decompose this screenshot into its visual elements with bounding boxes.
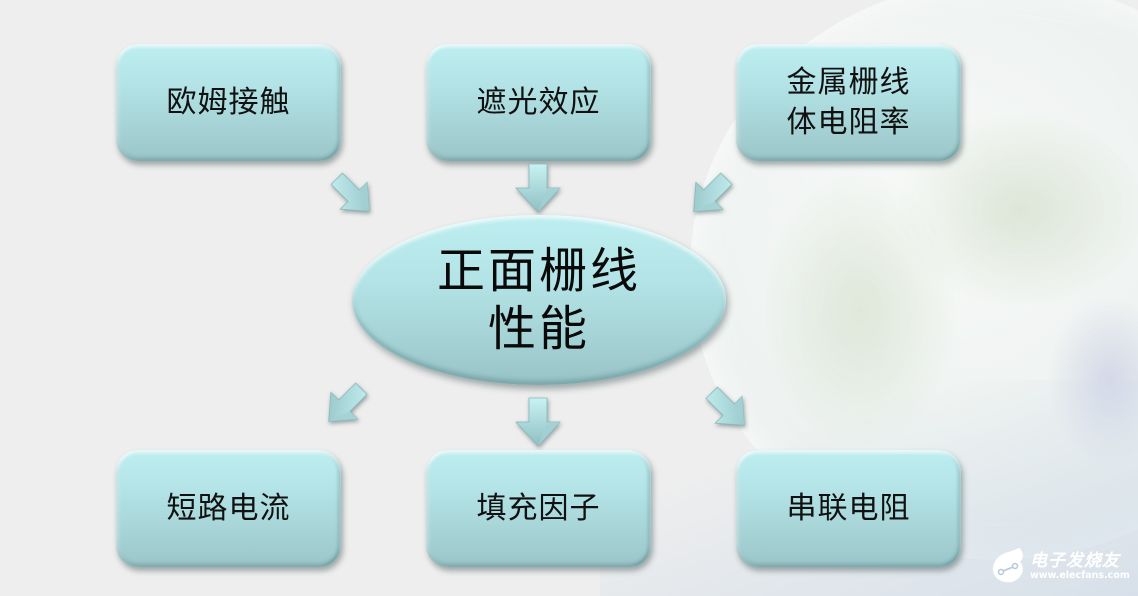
box-label: 串联电阻 (786, 490, 911, 526)
output-box-short-circuit-current: 短路电流 (116, 450, 341, 567)
center-node-label: 正面栅线 性能 (436, 243, 641, 357)
watermark-url: www.elecfans.com (1030, 570, 1130, 581)
output-box-fill-factor: 填充因子 (426, 450, 651, 567)
arrow-down-right-icon (703, 384, 753, 434)
input-box-shading-effect: 遮光效应 (426, 44, 651, 161)
watermark-title: 电子发烧友 (1030, 551, 1120, 571)
center-node-front-grid-performance: 正面栅线 性能 (352, 215, 726, 385)
arrow-down-right-icon (328, 170, 378, 220)
box-label: 短路电流 (166, 490, 291, 526)
box-label: 金属栅线 体电阻率 (786, 64, 911, 140)
arrow-down-icon (513, 396, 563, 446)
elecfans-logo-icon (992, 548, 1023, 583)
input-box-metal-grid-resistivity: 金属栅线 体电阻率 (736, 44, 961, 161)
watermark: 电子发烧友 www.elecfans.com (990, 540, 1130, 586)
output-box-series-resistance: 串联电阻 (736, 450, 961, 567)
box-label: 填充因子 (476, 490, 601, 526)
arrow-down-left-icon (685, 170, 735, 220)
box-label: 遮光效应 (476, 84, 601, 120)
box-label: 欧姆接触 (166, 84, 291, 120)
arrow-down-left-icon (320, 380, 370, 430)
input-box-ohmic-contact: 欧姆接触 (116, 44, 341, 161)
arrow-down-icon (513, 162, 563, 212)
